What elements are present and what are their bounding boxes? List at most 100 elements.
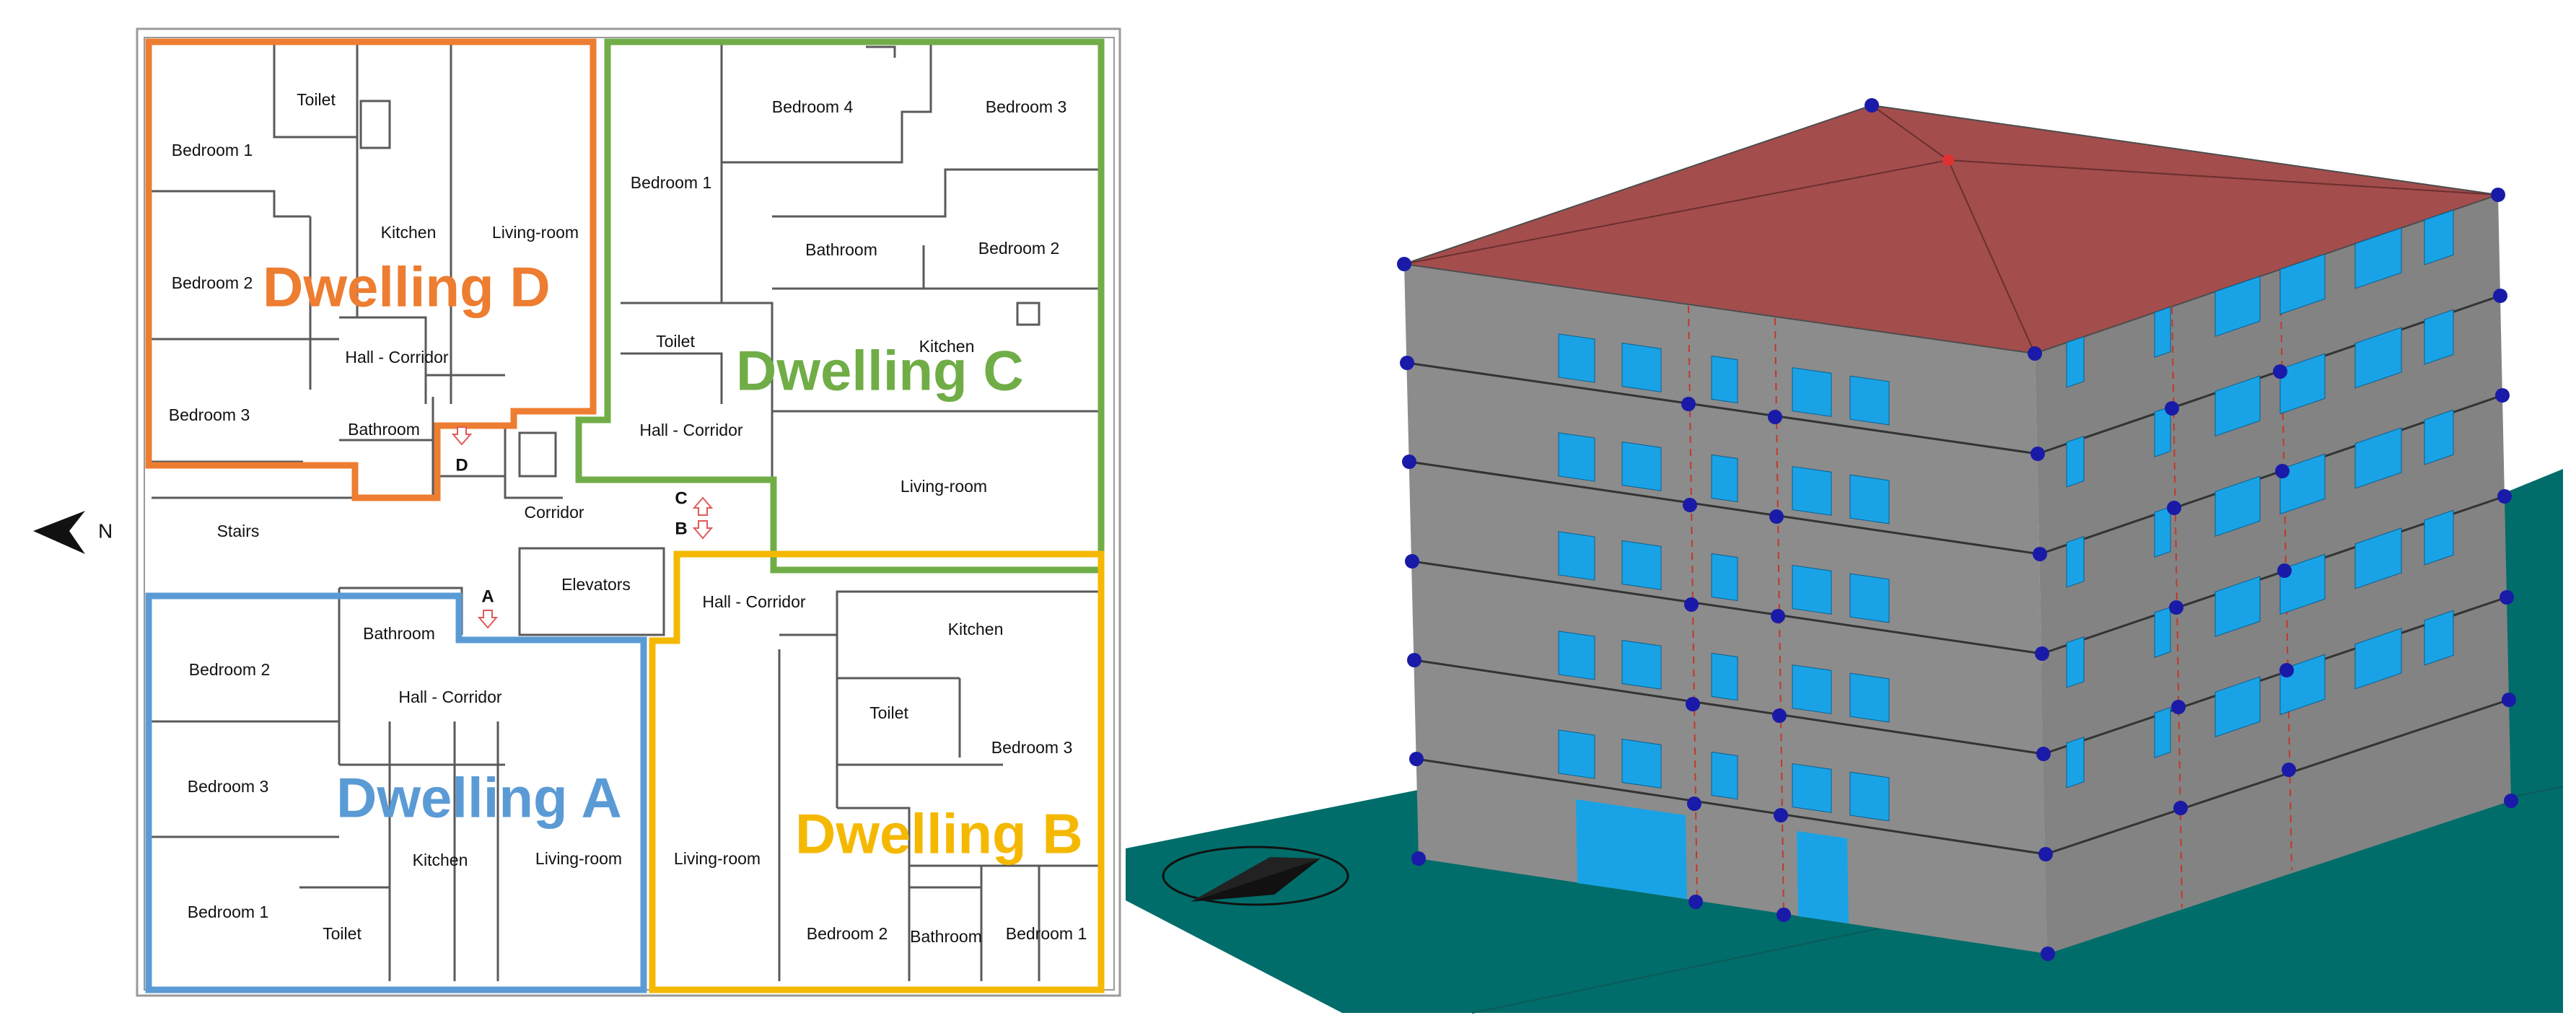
window: [2354, 327, 2402, 389]
window: [1792, 465, 1832, 516]
roof-hip: [1948, 159, 2499, 196]
entrance-door: [1797, 831, 1849, 923]
room-label: Toilet: [869, 703, 908, 722]
roof-hip: [1948, 159, 2036, 354]
room-label: Bedroom 2: [978, 239, 1060, 258]
model-node: [1942, 154, 1954, 166]
entry-marker-b-letter: B: [675, 519, 687, 538]
model-node: [1684, 597, 1699, 612]
model-node: [2033, 547, 2047, 561]
model-node: [2169, 600, 2183, 615]
window: [2424, 509, 2454, 566]
model-node: [2493, 289, 2507, 303]
window: [2354, 227, 2402, 289]
window: [2424, 610, 2454, 666]
window: [2214, 276, 2261, 338]
window: [2279, 353, 2326, 415]
north-label: N: [98, 519, 113, 542]
dwelling-b-boundary: [649, 550, 1105, 993]
model-node: [2167, 501, 2181, 515]
interior-walls: [152, 40, 1104, 981]
window: [2214, 676, 2261, 738]
model-node: [1397, 257, 1411, 271]
entry-marker-c-letter: C: [675, 488, 687, 508]
model-node: [1402, 455, 1416, 469]
room-label: Bedroom 2: [172, 273, 253, 292]
entry-marker-b: B: [675, 519, 714, 540]
window: [1558, 729, 1595, 779]
model-node: [1777, 908, 1791, 922]
room-label: Bedroom 3: [169, 405, 250, 424]
model-node: [2277, 563, 2292, 578]
room-label: Living-room: [674, 849, 761, 868]
model-node: [2038, 847, 2053, 861]
window: [1558, 333, 1595, 383]
room-label: Bedroom 3: [991, 738, 1073, 757]
entry-marker-d: D: [451, 426, 473, 475]
window: [1792, 763, 1832, 813]
window: [2354, 527, 2402, 589]
model-node: [2275, 464, 2290, 478]
model-node: [1683, 498, 1697, 512]
room-label: Bathroom: [348, 420, 420, 439]
model-node: [2273, 364, 2287, 379]
room-label: Living-room: [535, 849, 622, 868]
room-label: Kitchen: [919, 337, 975, 356]
window: [2154, 706, 2171, 758]
model-node: [2495, 388, 2510, 403]
room-label: Stairs: [217, 522, 260, 540]
window: [1558, 432, 1595, 482]
entry-marker-d-letter: D: [455, 455, 468, 475]
room-label: Bathroom: [363, 624, 435, 643]
window: [2066, 736, 2085, 789]
window: [1558, 631, 1595, 680]
entrance-door: [1576, 799, 1687, 899]
model-node: [2030, 447, 2045, 461]
front-floor-lines: [1406, 361, 2046, 856]
room-label: Living-room: [901, 477, 987, 496]
side-windows: [2066, 209, 2454, 789]
entry-marker-c: C: [675, 488, 714, 516]
model-node: [2041, 947, 2055, 961]
north-arrow-icon: [33, 511, 85, 554]
model-node: [1865, 98, 1879, 113]
model-node: [1686, 697, 1700, 711]
window: [2066, 435, 2085, 488]
window: [1792, 564, 1832, 615]
dwelling-a-label: Dwelling A: [336, 766, 622, 830]
window: [2424, 409, 2454, 465]
window: [1558, 531, 1595, 581]
model-node: [2500, 590, 2514, 605]
window: [2154, 506, 2171, 558]
model-node: [2504, 794, 2518, 808]
room-label: Kitchen: [381, 223, 437, 242]
model-node: [2165, 401, 2179, 416]
room-label: Living-room: [492, 223, 579, 242]
dwelling-b-label: Dwelling B: [795, 802, 1083, 866]
model-node: [1687, 796, 1701, 811]
window: [2214, 375, 2261, 437]
room-label: Elevators: [561, 575, 631, 594]
model-node: [2035, 646, 2049, 661]
model-node: [1409, 752, 1424, 766]
room-label: Hall - Corridor: [345, 348, 448, 366]
room-label: Kitchen: [413, 851, 468, 869]
room-label: Toilet: [297, 90, 336, 109]
window: [1849, 474, 1890, 524]
model-node: [2282, 763, 2296, 777]
room-label: Hall - Corridor: [398, 688, 501, 706]
room-label: Bathroom: [805, 240, 877, 259]
model-node: [2502, 693, 2516, 707]
dwelling-c-label: Dwelling C: [736, 339, 1024, 403]
window: [2066, 335, 2085, 388]
room-label: Hall - Corridor: [639, 421, 742, 439]
window: [1711, 652, 1738, 701]
window: [1849, 573, 1890, 623]
entry-marker-a: A: [477, 587, 499, 629]
window: [2279, 453, 2326, 515]
window: [1849, 672, 1890, 723]
model-node: [2279, 663, 2294, 677]
model-node: [1405, 554, 1419, 569]
model-node: [2028, 346, 2042, 361]
